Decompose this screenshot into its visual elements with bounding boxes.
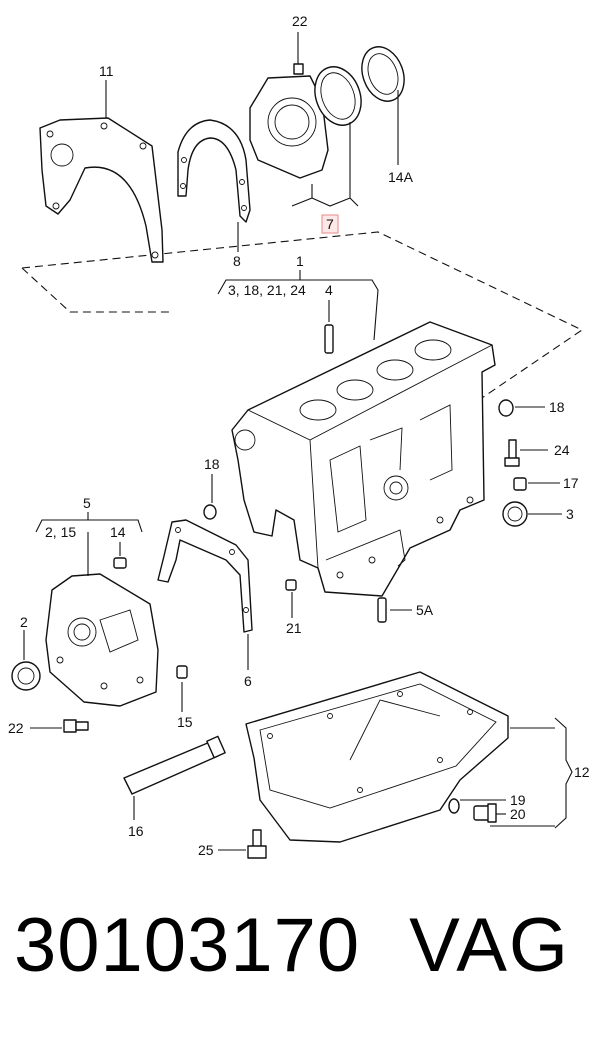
oil-seal-flange-gasket (157, 519, 253, 633)
cylinder-block (231, 321, 496, 597)
group-dashed-outline (21, 231, 584, 441)
label-5a: 5A (416, 602, 434, 618)
plug-18-right (498, 399, 545, 417)
drain-plug (473, 803, 506, 823)
rear-engine-plate (39, 117, 164, 263)
label-21: 21 (286, 620, 302, 636)
part-number: 30103170 (14, 903, 361, 988)
dowel-5a (377, 597, 412, 623)
label-12: 12 (574, 764, 590, 780)
sender-wheel (361, 46, 405, 102)
engine-block-exploded-diagram: 11 8 22 14A 7 1 3, 18, 21, 24 4 (8, 13, 590, 859)
dowel-21 (285, 579, 297, 618)
label-8: 8 (233, 253, 241, 269)
bolt-24 (504, 439, 548, 467)
label-5-sub: 2, 15 (45, 524, 76, 540)
sealant-tube (123, 735, 226, 820)
label-4: 4 (325, 282, 333, 298)
label-6: 6 (244, 673, 252, 689)
bushing-17 (513, 477, 560, 491)
drain-seal (448, 798, 506, 814)
label-22-top: 22 (292, 13, 308, 29)
label-11: 11 (99, 63, 114, 79)
label-5: 5 (83, 495, 91, 511)
label-17: 17 (563, 475, 579, 491)
label-22-bottom: 22 (8, 720, 24, 736)
label-2: 2 (20, 614, 28, 630)
label-7: 7 (326, 216, 334, 232)
sealing-flange (249, 75, 329, 179)
label-1: 1 (296, 253, 304, 269)
brand-name: VAG (409, 903, 570, 988)
label-25: 25 (198, 842, 214, 858)
label-3: 3 (566, 506, 574, 522)
label-18-left: 18 (204, 456, 220, 472)
dowel-pin (324, 300, 334, 354)
label-16: 16 (128, 823, 144, 839)
seal-3 (502, 501, 562, 527)
oil-pan (245, 671, 509, 843)
flange-bolt-bottom (30, 719, 89, 733)
label-1-sub: 3, 18, 21, 24 (228, 282, 306, 298)
oil-pan-bolt (218, 829, 267, 859)
label-20: 20 (510, 806, 526, 822)
label-15: 15 (177, 714, 193, 730)
flange-bolt-top (293, 32, 304, 75)
label-14: 14 (110, 524, 126, 540)
highlight-box-7 (321, 214, 339, 234)
label-24: 24 (554, 442, 570, 458)
front-oil-seal (11, 630, 41, 691)
label-18-right: 18 (549, 399, 565, 415)
seal-flange-gasket (177, 119, 251, 223)
label-19: 19 (510, 792, 526, 808)
plug-18-left (203, 474, 217, 520)
front-sealing-flange (45, 573, 159, 707)
oil-seal-ring (314, 66, 362, 126)
dowel-15 (176, 665, 188, 712)
label-14a: 14A (388, 169, 414, 185)
plug-14 (113, 542, 127, 569)
